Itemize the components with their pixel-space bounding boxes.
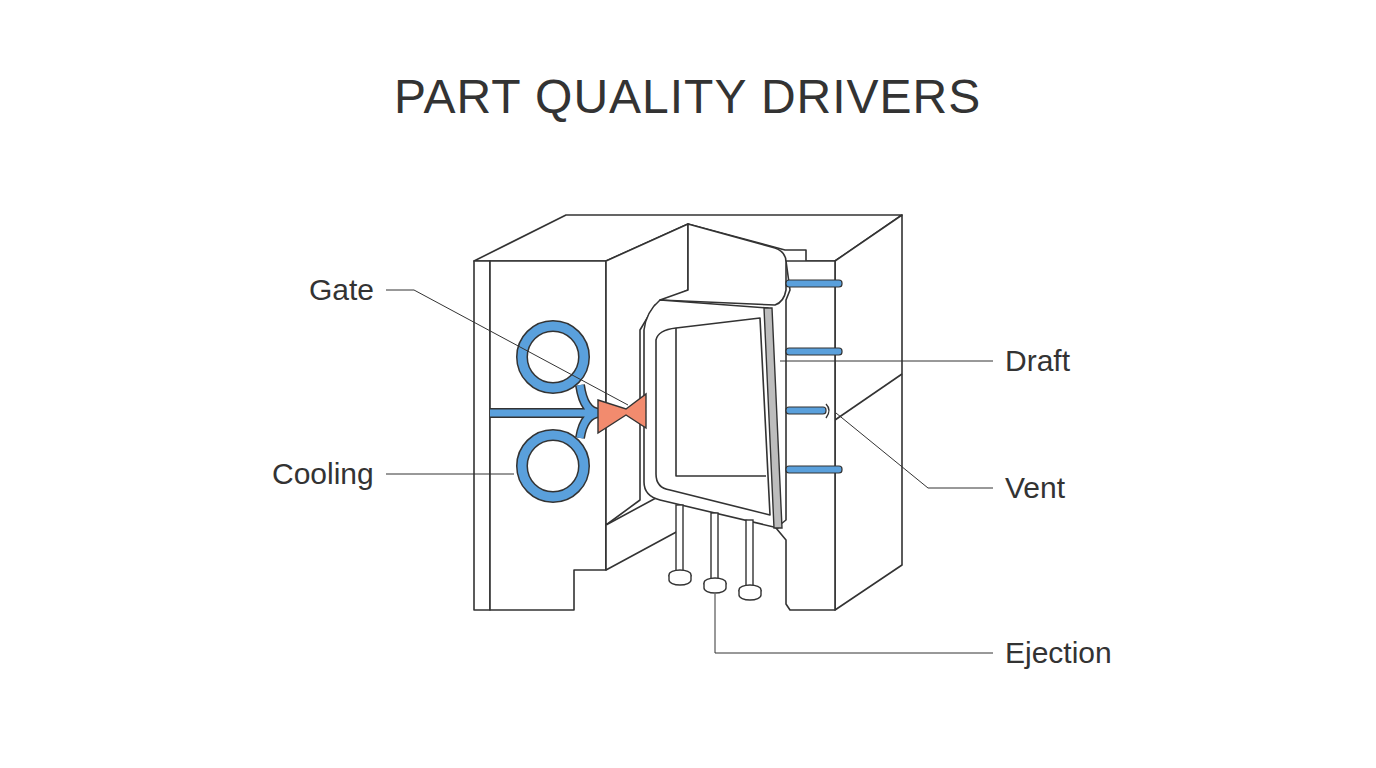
leader-lines (386, 290, 993, 653)
draft-plate (764, 308, 782, 528)
part-label: Draft (1005, 346, 1070, 376)
gate-shape (598, 394, 646, 433)
ejector-pins (669, 505, 761, 600)
part-label: Cooling (272, 459, 374, 489)
part-label: Vent (1005, 473, 1065, 503)
vent-rods (786, 280, 842, 473)
cooling-channels (490, 326, 600, 497)
part-label: Ejection (1005, 638, 1112, 668)
diagram-title: PART QUALITY DRIVERS (394, 73, 981, 121)
part-label: Gate (309, 275, 374, 305)
